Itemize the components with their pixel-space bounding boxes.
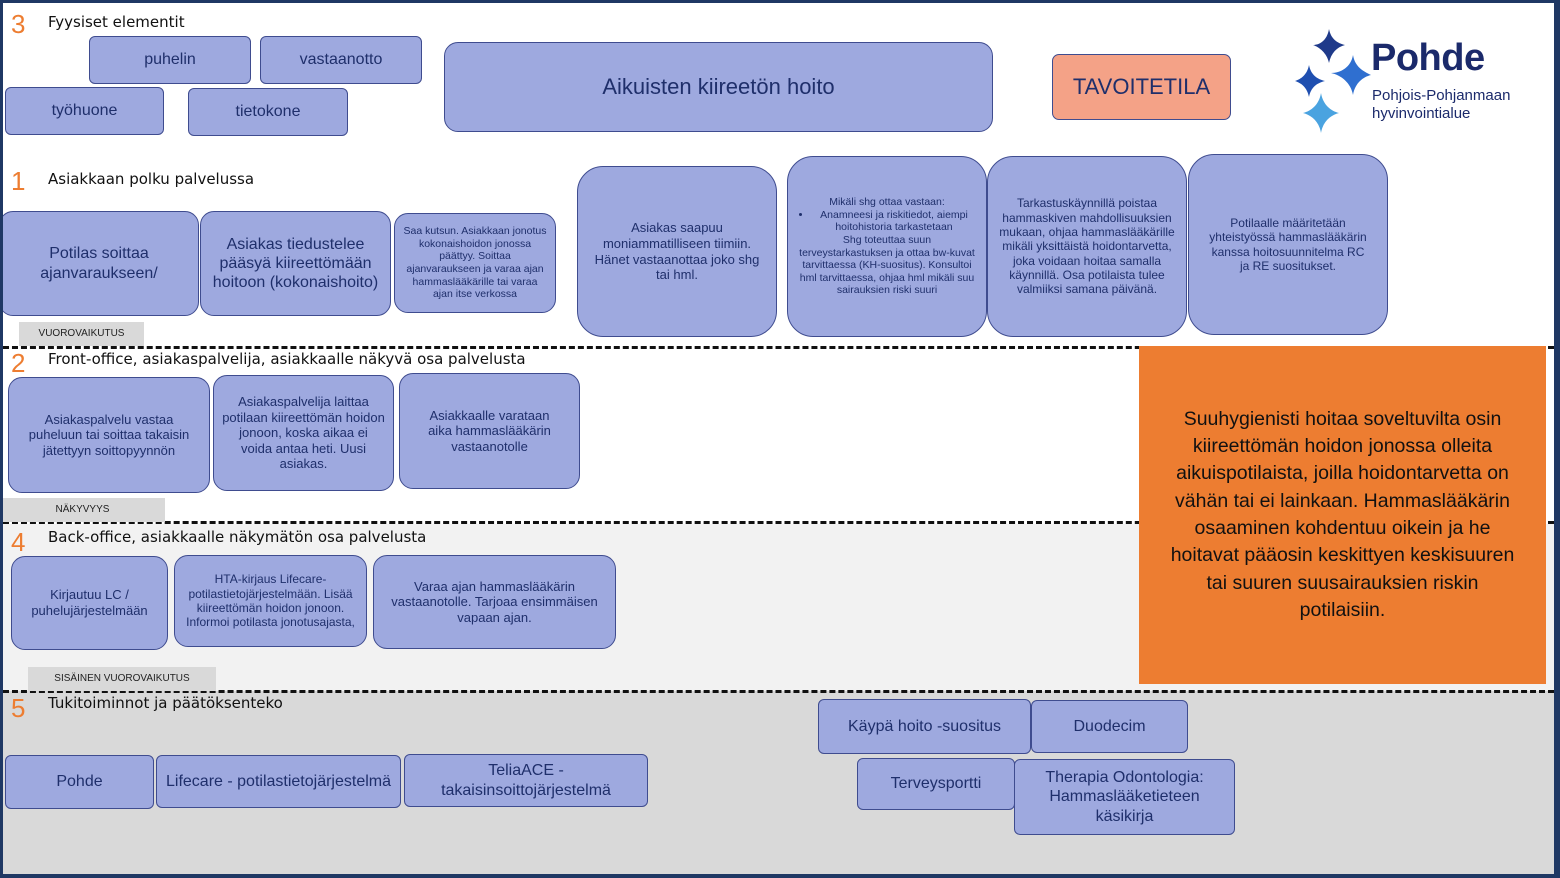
service-blueprint-slide: 3 Fyysiset elementit puhelin vastaanotto… [3,3,1554,874]
support-item-pohde: Pohde [5,755,154,809]
target-state-description: Suuhygienisti hoitaa soveltuvilta osin k… [1139,346,1546,684]
logo-name: Pohde [1371,37,1485,79]
interaction-line-label: VUOROVAIKUTUS [19,322,144,346]
physical-item-tyohuone: työhuone [5,87,164,135]
service-title: Aikuisten kiireetön hoito [444,42,993,132]
support-item-teliaace: TeliaACE - takaisinsoittojärjestelmä [404,754,648,807]
lane-back-title: Back-office, asiakkaalle näkymätön osa p… [48,528,427,546]
journey-step-checkup: Tarkastuskäynnillä poistaa hammaskiven m… [987,156,1187,337]
front-step-queue: Asiakaspalvelija laittaa potilaan kiiree… [213,375,394,491]
shg-intro: Mikäli shg ottaa vastaan: [829,196,945,209]
logo-line1: Pohjois-Pohjanmaan [1372,87,1511,104]
back-step-reserve: Varaa ajan hammaslääkärin vastaanotolle.… [373,555,616,649]
shg-bullet: Anamneesi ja riskitiedot, aiempi hoitohi… [812,209,976,234]
shg-bullet-list: Anamneesi ja riskitiedot, aiempi hoitohi… [798,209,976,234]
support-item-therapia-odontologia: Therapia Odontologia: Hammaslääketieteen… [1014,759,1235,835]
journey-step-arrival: Asiakas saapuu moniammatilliseen tiimiin… [577,166,777,337]
logo-line2: hyvinvointialue [1372,105,1471,122]
back-step-hta: HTA-kirjaus Lifecare-potilastietojärjest… [174,555,367,647]
support-item-kaypa-hoito: Käypä hoito -suositus [818,699,1031,754]
shg-rest: Shg toteuttaa suun terveystarkastuksen j… [799,233,975,297]
back-step-login: Kirjautuu LC / puhelujärjestelmään [11,556,168,650]
physical-item-puhelin: puhelin [89,36,251,84]
pohde-logo: Pohde Pohjois-Pohjanmaan hyvinvointialue [1291,25,1541,137]
front-step-answer: Asiakaspalvelu vastaa puheluun tai soitt… [8,377,210,493]
visibility-line-label: NÄKYVYYS [3,498,165,522]
lane-front-number: 2 [11,348,26,378]
support-item-lifecare: Lifecare - potilastietojärjestelmä [156,755,401,808]
internal-interaction-line-label: SISÄINEN VUOROVAIKUTUS [28,667,216,691]
physical-item-tietokone: tietokone [188,88,348,136]
lane-front-title: Front-office, asiakaspalvelija, asiakkaa… [48,350,526,368]
support-item-terveysportti: Terveysportti [857,758,1015,810]
interaction-line [3,346,1554,349]
journey-step-shg: Mikäli shg ottaa vastaan: Anamneesi ja r… [787,156,987,337]
support-item-duodecim: Duodecim [1031,700,1188,753]
front-step-booking: Asiakkaalle varataan aika hammaslääkärin… [399,373,580,489]
internal-interaction-line [3,690,1554,693]
physical-item-vastaanotto: vastaanotto [260,36,422,84]
pohde-star-logo-icon [1295,29,1371,133]
lane-physical-title: Fyysiset elementit [48,13,185,31]
lane-support-title: Tukitoiminnot ja päätöksenteko [48,694,283,712]
lane-support-number: 5 [11,693,26,723]
lane-back-number: 4 [11,527,26,557]
visibility-line [3,521,1554,524]
journey-step-invitation: Saa kutsun. Asiakkaan jonotus kokonaisho… [394,213,556,313]
journey-step-plan: Potilaalle määritetään yhteistyössä hamm… [1188,154,1388,335]
lane-journey-number: 1 [11,166,26,196]
target-state-label: TAVOITETILA [1052,54,1231,120]
lane-physical-number: 3 [11,9,26,39]
journey-step-inquire: Asiakas tiedustelee pääsyä kiireettömään… [200,211,391,316]
journey-step-call: Potilas soittaa ajanvaraukseen/ [3,211,199,316]
lane-journey-title: Asiakkaan polku palvelussa [48,170,255,188]
